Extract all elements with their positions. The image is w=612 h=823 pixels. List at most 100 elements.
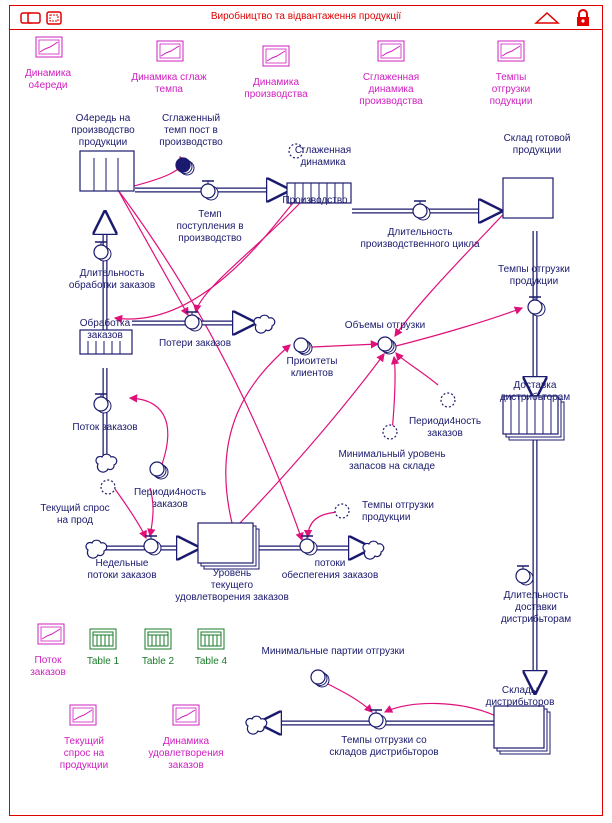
converter-label-0-line: производство xyxy=(159,137,223,148)
converter-label-0-line: темп пост в xyxy=(164,125,218,136)
graph-label-4-line: Темпы xyxy=(496,72,527,83)
stock-label-6-line: дистрибьторов xyxy=(486,696,555,708)
queue-to-losses-connector xyxy=(117,189,189,317)
converter-label-6-line: на прод xyxy=(57,515,93,526)
period-to-orderflow-connector xyxy=(128,394,169,471)
converter-label-1-line: Сглаженная xyxy=(295,145,351,156)
graph-label-4-line: подукции xyxy=(490,96,533,107)
title-bar: Виробництво та відвантаження продукції xyxy=(10,6,602,30)
valve-cycle-duration xyxy=(412,203,428,219)
graph-icon-4-line xyxy=(501,45,521,57)
level-to-priorities-connector xyxy=(225,344,291,524)
graph-label-5-line: Поток xyxy=(35,655,63,666)
table-label-0: Table 1 xyxy=(87,656,120,667)
graph-label-5-line: заказов xyxy=(30,667,66,678)
production-to-losses-connector xyxy=(193,202,301,314)
graph-label-0-line: о4ереди xyxy=(28,80,67,91)
periodicity-connector xyxy=(395,352,439,386)
flow-label-7-line: потоки xyxy=(315,558,346,569)
stock-order-queue xyxy=(79,150,135,192)
table-label-1: Table 2 xyxy=(142,656,175,667)
stock-label-2-line: продукции xyxy=(513,145,561,156)
map-toggle-icon[interactable] xyxy=(20,11,42,25)
flow-label-6-line: Недельные xyxy=(96,558,149,569)
model-toggle-icon[interactable] xyxy=(46,11,62,25)
valve-delivery-duration xyxy=(515,568,531,584)
period-to-weekly-connector xyxy=(147,487,156,538)
converter-label-5-line: Минимальный уровень xyxy=(338,449,445,460)
lock-icon[interactable] xyxy=(576,9,590,27)
converter-label-7-line: заказов xyxy=(152,499,188,510)
graph-label-3-line: динамика xyxy=(368,84,414,95)
graph-icon-3 xyxy=(377,40,405,62)
converter-shipment-rates-ghost xyxy=(334,503,350,519)
graph-icon-1 xyxy=(156,40,184,62)
demand-to-weekly-connector xyxy=(114,488,147,540)
graph-icon-4 xyxy=(497,40,525,62)
flow-label-9-line: складов дистрибьторов xyxy=(329,746,438,758)
queue-to-provision-connector xyxy=(117,189,304,542)
window-title: Виробництво та відвантаження продукції xyxy=(210,11,402,22)
valve-shipment-rate xyxy=(527,299,543,315)
cloud-distributor-sink xyxy=(245,715,268,735)
graph-icon-6-plot xyxy=(72,707,94,723)
flow-label-6-line: потоки заказов xyxy=(87,570,156,581)
cloud-orders-source xyxy=(95,453,118,473)
min-batch-connector xyxy=(319,679,373,713)
collapse-triangle-icon[interactable] xyxy=(534,11,560,25)
graph-label-7-line: заказов xyxy=(168,760,204,771)
converter-min-stock-level xyxy=(382,424,398,440)
stock-warehouse xyxy=(502,177,554,219)
shipment-to-rate-connector xyxy=(391,306,524,348)
flow-label-0-line: Темп xyxy=(198,209,221,220)
graph-icon-5-line xyxy=(41,628,61,640)
stock-label-3-line: Обработка xyxy=(80,317,131,329)
converter-order-periodicity xyxy=(440,392,456,408)
valve-weekly-flows xyxy=(143,538,159,554)
graph-icon-7 xyxy=(172,704,200,726)
table-icon-1-grid xyxy=(147,631,169,647)
model-window: Виробництво та відвантаження продукції xyxy=(9,5,603,816)
flow-label-1-line: производственного цикла xyxy=(361,239,480,250)
graph-icon-3-plot xyxy=(380,43,402,59)
converter-label-4-line: заказов xyxy=(427,428,463,439)
converter-shipment-volumes xyxy=(377,336,393,352)
converter-smoothed-intake xyxy=(175,157,191,173)
graph-icon-6 xyxy=(69,704,97,726)
flow-label-8-line: дистрибьторам xyxy=(501,613,571,625)
stock-satisfaction-level xyxy=(197,522,254,564)
graph-label-3-line: производства xyxy=(359,96,423,107)
stock-label-4-line: удовлетворения заказов xyxy=(175,592,289,603)
cloud-weekly-source xyxy=(85,539,108,559)
graph-icon-2-line xyxy=(266,50,286,62)
graph-icon-5 xyxy=(37,623,65,645)
production-to-processing-connector xyxy=(113,202,294,324)
graph-label-2-line: производства xyxy=(244,89,308,100)
converter-order-periodicity-2 xyxy=(149,461,165,477)
flow-label-4: Потери заказов xyxy=(159,338,231,349)
stock-label-5-line: Доставка xyxy=(514,380,557,391)
converter-label-3-line: клиентов xyxy=(291,368,333,379)
graph-icon-0-plot xyxy=(38,39,60,55)
stock-delivery xyxy=(502,395,559,435)
